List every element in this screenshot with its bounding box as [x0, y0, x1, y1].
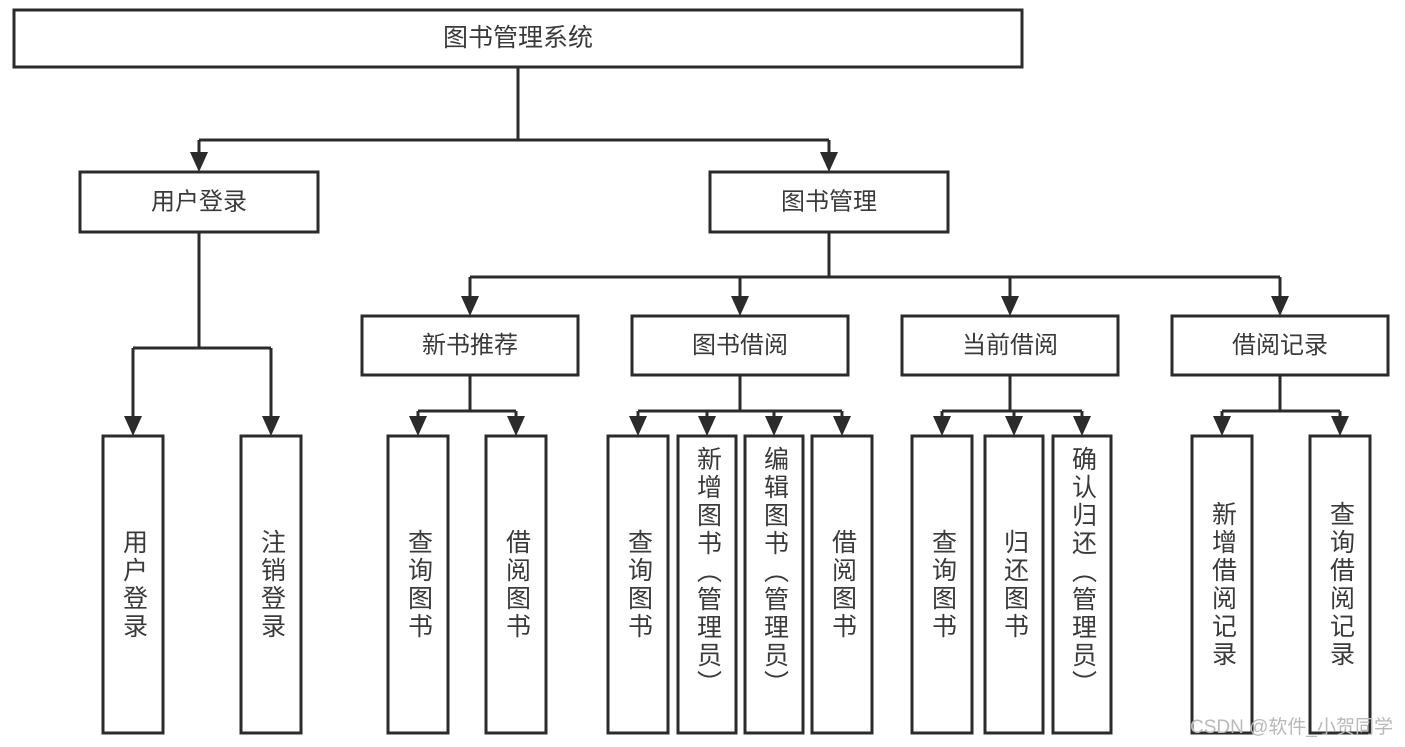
- node-book-management[interactable]: [708, 170, 950, 234]
- leaf-leaf-return-book[interactable]: [983, 434, 1045, 735]
- node-label-root: 图书管理系统: [443, 24, 593, 52]
- arrowhead-leaf-user-login: [124, 416, 142, 436]
- leaf-leaf-query-book-rec[interactable]: [386, 434, 450, 735]
- arrowhead-leaf-borrow-book-rec: [507, 416, 525, 436]
- arrowhead-new-book-recommend: [461, 296, 479, 316]
- arrowhead-book-management: [820, 152, 838, 172]
- node-boxes: [12, 8, 1390, 735]
- arrowhead-borrow-record: [1271, 296, 1289, 316]
- arrowhead-leaf-query-book-rec: [409, 416, 427, 436]
- leaf-leaf-query-record[interactable]: [1308, 434, 1372, 735]
- leaf-leaf-logout[interactable]: [239, 434, 303, 735]
- arrowhead-leaf-query-record: [1331, 416, 1349, 436]
- arrowhead-leaf-query-book-current: [933, 416, 951, 436]
- arrowhead-leaf-add-book: [698, 416, 716, 436]
- node-label-new-book-recommend: 新书推荐: [422, 332, 518, 359]
- node-label-book-management: 图书管理: [781, 188, 877, 215]
- arrowhead-book-borrow: [731, 296, 749, 316]
- arrowhead-leaf-confirm-return: [1073, 416, 1091, 436]
- node-user-login[interactable]: [78, 170, 320, 234]
- node-root[interactable]: [12, 8, 1024, 69]
- arrowhead-user-login: [190, 152, 208, 172]
- leaf-leaf-borrow-book[interactable]: [810, 434, 874, 735]
- node-current-borrow[interactable]: [900, 314, 1120, 377]
- node-label-borrow-record: 借阅记录: [1232, 332, 1328, 359]
- node-book-borrow[interactable]: [630, 314, 850, 377]
- arrowhead-leaf-borrow-book: [833, 416, 851, 436]
- node-new-book-recommend[interactable]: [360, 314, 580, 377]
- leaf-leaf-edit-book[interactable]: [743, 434, 805, 735]
- arrowhead-leaf-add-record: [1213, 416, 1231, 436]
- arrowhead-current-borrow: [1001, 296, 1019, 316]
- node-label-book-borrow: 图书借阅: [692, 332, 788, 359]
- leaf-leaf-borrow-book-rec[interactable]: [484, 434, 548, 735]
- node-borrow-record[interactable]: [1170, 314, 1390, 377]
- arrowhead-leaf-query-book-borrow: [629, 416, 647, 436]
- arrowhead-leaf-edit-book: [765, 416, 783, 436]
- arrowhead-leaf-logout: [262, 416, 280, 436]
- arrowhead-leaf-return-book: [1005, 416, 1023, 436]
- leaf-leaf-confirm-return[interactable]: [1051, 434, 1113, 735]
- leaf-leaf-query-book-current[interactable]: [910, 434, 974, 735]
- leaf-leaf-query-book-borrow[interactable]: [606, 434, 670, 735]
- leaf-leaf-add-book[interactable]: [676, 434, 738, 735]
- node-label-user-login: 用户登录: [151, 188, 247, 215]
- leaf-leaf-add-record[interactable]: [1190, 434, 1254, 735]
- connector-edges: [124, 67, 1349, 436]
- leaf-leaf-user-login[interactable]: [101, 434, 165, 735]
- node-label-current-borrow: 当前借阅: [962, 332, 1058, 359]
